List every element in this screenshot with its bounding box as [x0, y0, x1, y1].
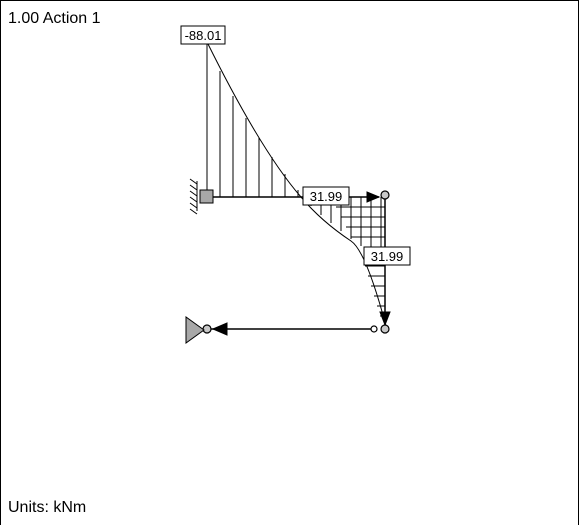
nodes	[202, 190, 390, 334]
member-direction-arrows	[211, 191, 391, 336]
svg-text:-88.01: -88.01	[185, 28, 222, 43]
hinge-node-bottom-left	[202, 324, 212, 334]
column-moment-area	[206, 41, 387, 327]
load-case-title: 1.00 Action 1	[8, 10, 101, 27]
hinge-node-top-right	[380, 190, 390, 200]
arrow-down-icon	[379, 311, 391, 327]
value-label-mid: 31.99	[302, 186, 350, 206]
hinge-node-bottom-inner	[370, 325, 378, 333]
value-label-top: -88.01	[180, 25, 226, 45]
arrow-right-icon	[366, 191, 381, 203]
right-member-moment-area	[365, 265, 385, 317]
value-label-right: 31.99	[363, 246, 411, 266]
hinge-node-bottom-right	[380, 324, 390, 334]
pin-support-icon	[185, 316, 205, 344]
fixed-support-icon	[189, 178, 214, 215]
units-label: Units: kNm	[8, 499, 87, 516]
arrow-left-icon	[211, 322, 228, 336]
svg-text:31.99: 31.99	[371, 249, 404, 264]
svg-text:31.99: 31.99	[310, 189, 343, 204]
